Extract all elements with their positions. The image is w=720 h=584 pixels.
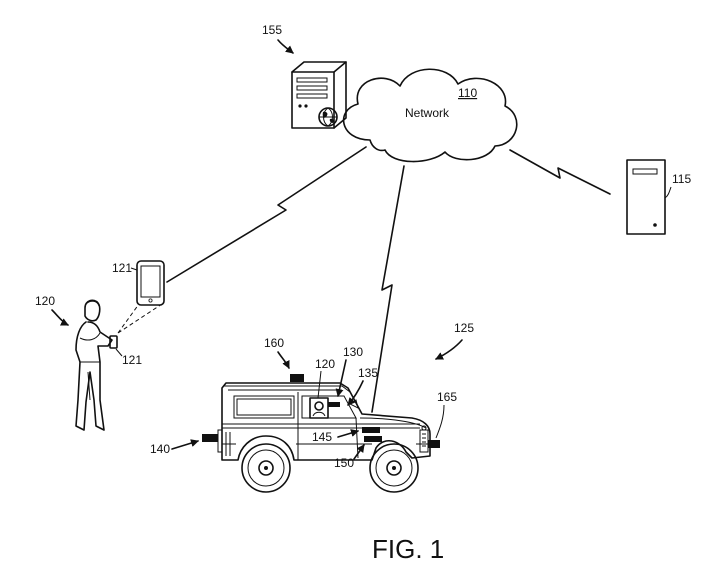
- leader-165: [435, 404, 445, 439]
- ref-121-top: 121: [112, 261, 132, 275]
- controller-145: [362, 427, 380, 433]
- computer-115: [626, 159, 666, 235]
- ref-155: 155: [262, 23, 282, 37]
- occupant-120: [309, 397, 329, 419]
- arrow-140: [171, 439, 199, 450]
- server-155: [291, 61, 347, 129]
- network-ref: 110: [458, 86, 477, 100]
- view-lines: [117, 303, 163, 334]
- ref-140: 140: [150, 442, 170, 456]
- figure-caption: FIG. 1: [372, 534, 444, 564]
- ref-120-occupant: 120: [315, 357, 335, 371]
- arrow-145: [337, 429, 359, 438]
- globe-icon: [318, 107, 338, 127]
- leader-121-top: [130, 267, 138, 271]
- arrow-125: [435, 339, 463, 360]
- arrow-160: [277, 351, 290, 369]
- ref-115: 115: [672, 172, 691, 186]
- ref-160: 160: [264, 336, 284, 350]
- wireless-links: [166, 146, 611, 413]
- ref-130: 130: [343, 345, 363, 359]
- camera-165: [428, 440, 440, 448]
- ref-145: 145: [312, 430, 332, 444]
- arrow-135: [347, 380, 364, 406]
- ref-120-user: 120: [35, 294, 55, 308]
- camera-140: [202, 434, 218, 442]
- leader-121-hand: [115, 348, 123, 357]
- vehicle-125: [217, 382, 431, 493]
- device-130: [328, 402, 340, 407]
- arrow-150: [353, 444, 365, 460]
- leader-120-occupant: [317, 370, 322, 399]
- arrow-155: [277, 39, 294, 54]
- ref-121-hand: 121: [122, 353, 142, 367]
- leader-115: [664, 186, 672, 199]
- network-label: Network: [405, 106, 450, 120]
- arrow-120-user: [51, 309, 69, 326]
- ref-125: 125: [454, 321, 474, 335]
- person-120: [75, 299, 118, 431]
- ref-165: 165: [437, 390, 457, 404]
- ref-150: 150: [334, 456, 354, 470]
- smartphone-121: [136, 260, 165, 306]
- camera-160: [290, 374, 304, 382]
- arrow-130: [335, 359, 347, 397]
- ref-135: 135: [358, 366, 378, 380]
- network-cloud: Network 110: [342, 68, 518, 163]
- controller-150: [364, 436, 382, 442]
